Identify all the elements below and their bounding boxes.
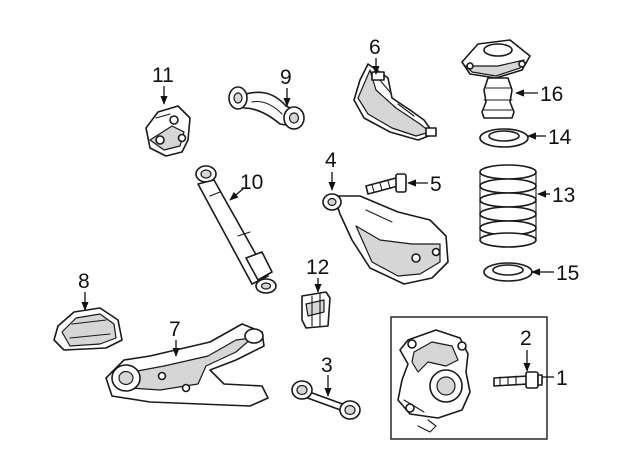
callout-label-14: 14 xyxy=(548,126,572,149)
knuckle-assembly-frame xyxy=(390,316,548,440)
callout-6: 6 xyxy=(369,36,381,75)
callout-5: 5 xyxy=(407,173,442,196)
callout-label-15: 15 xyxy=(556,262,579,285)
part-13-coil-spring[interactable] xyxy=(479,164,537,248)
leader-line-10 xyxy=(229,187,245,201)
part-5-bolt[interactable] xyxy=(365,173,407,195)
callout-3: 3 xyxy=(321,354,333,397)
callout-1: 1 xyxy=(542,367,568,390)
callout-label-16: 16 xyxy=(540,83,563,106)
callout-label-2: 2 xyxy=(520,327,532,350)
callout-label-11: 11 xyxy=(152,64,174,87)
part-7-trailing-arm[interactable] xyxy=(105,323,269,407)
callout-label-10: 10 xyxy=(240,171,263,194)
callout-13: 13 xyxy=(537,184,575,207)
callout-label-6: 6 xyxy=(369,36,381,59)
callout-7: 7 xyxy=(169,318,181,357)
part-6-shield[interactable] xyxy=(353,63,437,141)
callout-label-12: 12 xyxy=(306,256,329,279)
part-2-bolt[interactable] xyxy=(493,371,543,389)
part-3-stabilizer-link[interactable] xyxy=(291,380,361,420)
callout-label-8: 8 xyxy=(78,270,90,293)
callout-14: 14 xyxy=(527,126,572,149)
callout-15: 15 xyxy=(531,262,579,285)
callout-16: 16 xyxy=(515,83,563,106)
callout-label-13: 13 xyxy=(552,184,575,207)
part-9-upper-arm[interactable] xyxy=(228,86,305,130)
part-15-lower-insulator[interactable] xyxy=(483,262,533,282)
callout-11: 11 xyxy=(152,64,174,105)
part-16-mount-bumper[interactable] xyxy=(461,39,531,119)
callout-4: 4 xyxy=(325,149,337,191)
part-4-control-arm[interactable] xyxy=(322,193,449,285)
callout-label-5: 5 xyxy=(430,173,442,196)
callout-label-4: 4 xyxy=(325,149,337,172)
part-12-bracket[interactable] xyxy=(301,291,331,329)
callout-10: 10 xyxy=(229,171,263,201)
callout-label-1: 1 xyxy=(556,367,568,390)
part-10-shock-absorber[interactable] xyxy=(195,165,277,294)
part-1-knuckle[interactable] xyxy=(397,329,471,433)
part-11-bracket[interactable] xyxy=(145,105,191,157)
callout-label-7: 7 xyxy=(169,318,181,341)
callout-label-3: 3 xyxy=(321,354,333,377)
part-14-spring-insulator[interactable] xyxy=(479,128,529,148)
part-8-cover[interactable] xyxy=(53,307,123,351)
callout-2: 2 xyxy=(520,327,532,372)
callout-9: 9 xyxy=(280,66,292,107)
callout-8: 8 xyxy=(78,270,90,311)
callout-label-9: 9 xyxy=(280,66,292,89)
callout-12: 12 xyxy=(306,256,329,293)
